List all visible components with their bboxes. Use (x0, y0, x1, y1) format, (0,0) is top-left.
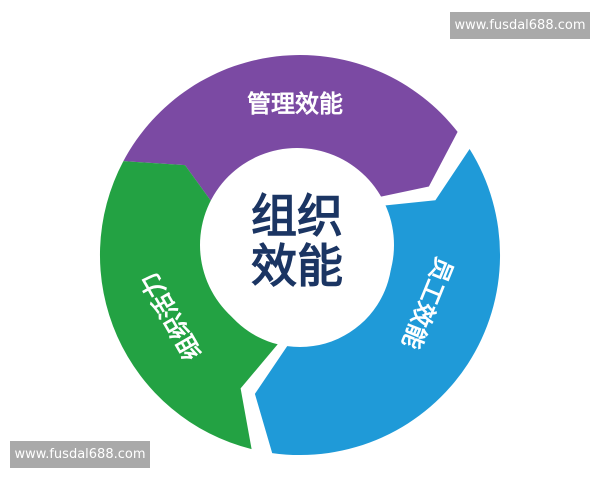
watermark-top-right: www.fusdal688.com (450, 12, 590, 39)
center-circle (200, 148, 394, 342)
segment-label-management: 管理效能 (247, 90, 343, 118)
watermark-bottom-left: www.fusdal688.com (10, 441, 150, 468)
segment-org-vitality (99, 161, 278, 450)
segment-employee (254, 149, 501, 456)
center-label-line2: 效能 (251, 239, 343, 293)
segment-management (123, 55, 458, 212)
center-label-line1: 组织 (251, 189, 343, 243)
